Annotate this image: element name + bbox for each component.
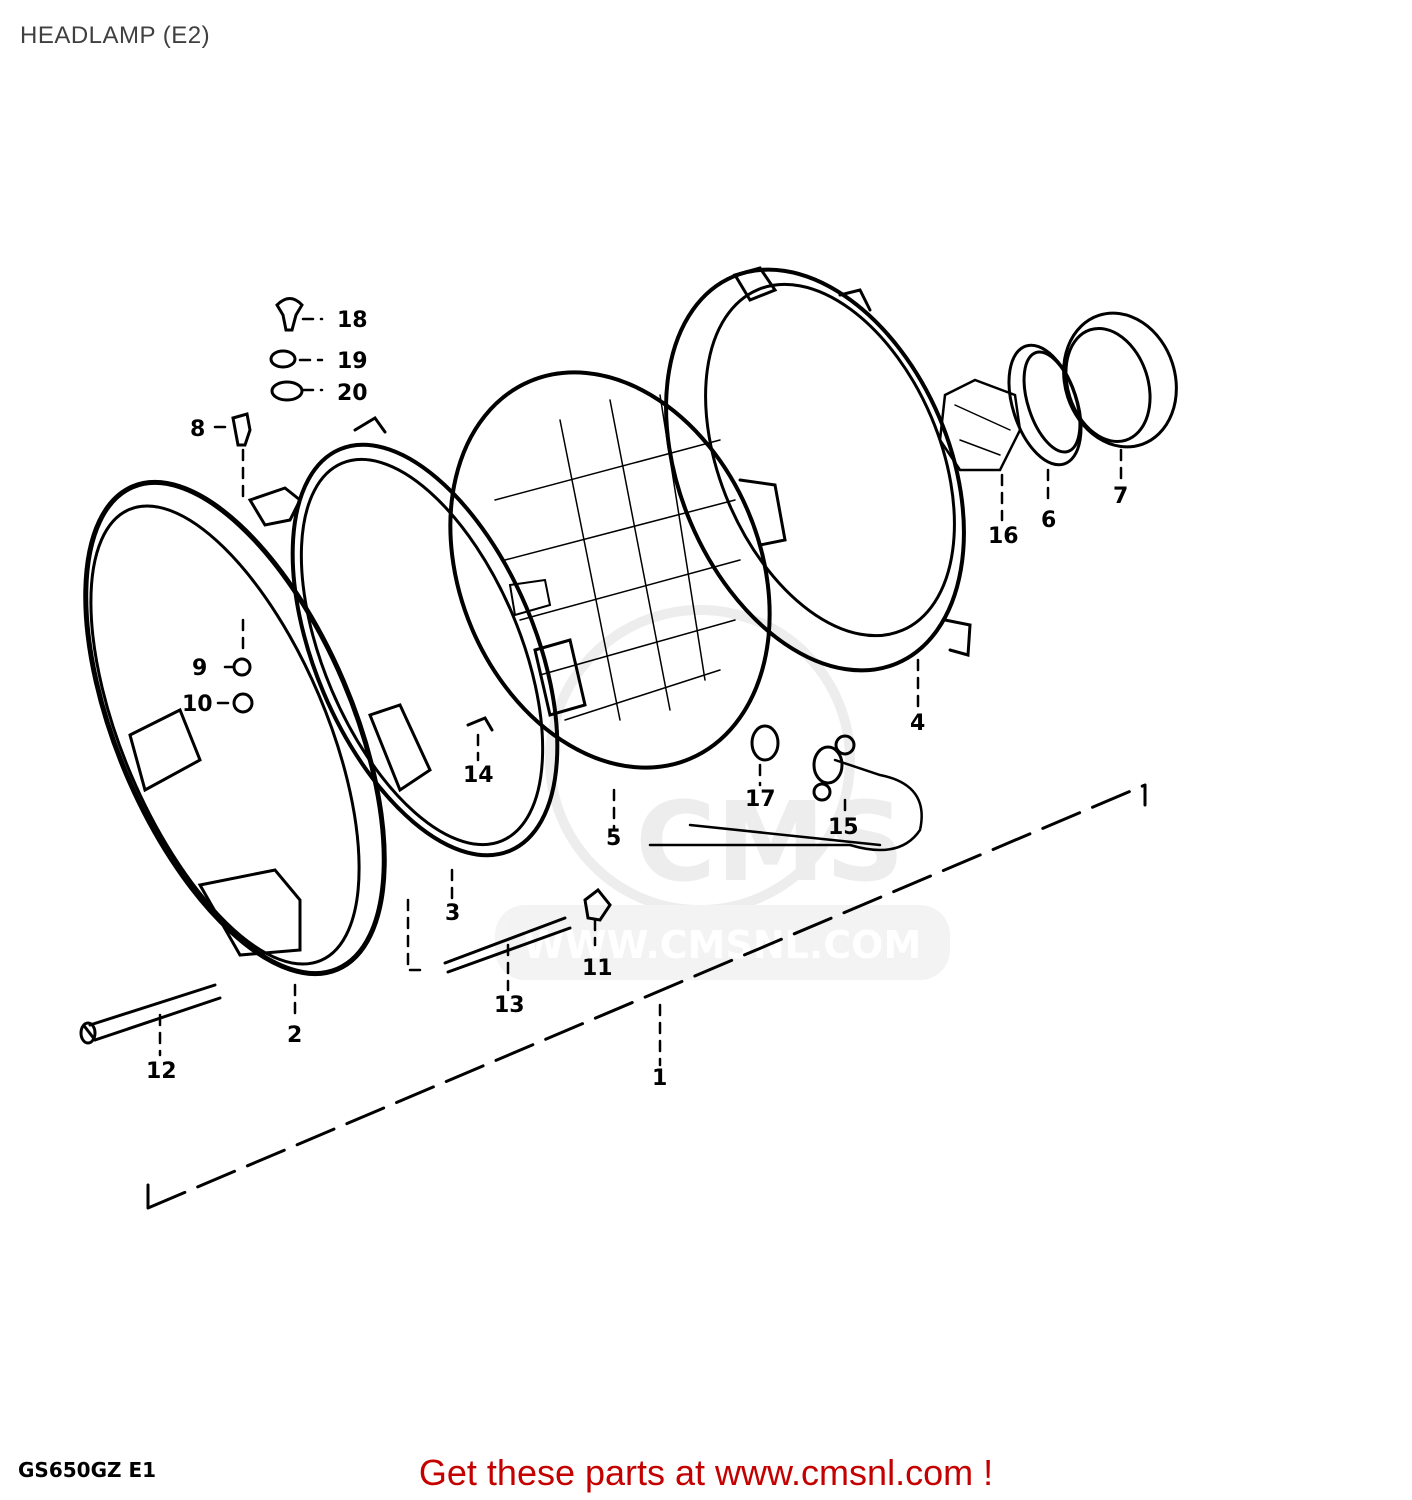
sealed-beam-unit [448,370,772,770]
bulb-socket [938,378,1022,472]
callout-18: 18 [337,308,368,333]
callout-3: 3 [445,901,460,926]
bulb-17 [750,724,780,762]
callout-17: 17 [745,787,776,812]
nut-9 [232,657,252,677]
callout-7: 7 [1113,484,1128,509]
washer-10 [232,692,254,714]
headlamp-housing [664,266,972,673]
leader-lines [158,317,1123,1067]
footer-link[interactable]: Get these parts at www.cmsnl.com ! [418,1452,994,1493]
callout-12: 12 [146,1059,177,1084]
callout-16: 16 [988,524,1019,549]
callout-14: 14 [463,763,494,788]
assembly-bracket [146,783,1147,1210]
washer-19 [269,349,297,369]
socket-cover [1007,343,1083,467]
callout-4: 4 [910,711,925,736]
headlamp-rim [83,479,387,977]
callout-19: 19 [337,349,368,374]
boot-cover [1062,311,1178,449]
callout-10: 10 [182,692,213,717]
nut-11 [583,887,612,922]
callout-8: 8 [190,417,205,442]
screw-8 [231,412,252,447]
washer-20 [270,380,304,402]
watermark-url: WWW.CMSNL.COM [523,923,922,967]
callout-5: 5 [606,826,621,851]
callout-1: 1 [652,1066,667,1091]
callouts: 1 2 3 4 5 6 7 8 9 10 11 12 13 14 15 16 1… [146,308,1128,1091]
watermark: CMS WWW.CMSNL.COM [495,605,950,980]
bulb-15 [648,734,923,852]
callout-2: 2 [287,1023,302,1048]
page-title: HEADLAMP (E2) [20,22,211,49]
screw-18 [275,297,304,332]
callout-13: 13 [494,993,525,1018]
bolt-12 [79,983,222,1045]
callout-6: 6 [1041,508,1056,533]
callout-9: 9 [192,656,207,681]
clip-14 [466,716,494,732]
inner-ring [290,416,560,858]
model-code: GS650GZ E1 [18,1458,156,1482]
callout-20: 20 [337,381,368,406]
callout-15: 15 [828,815,859,840]
callout-11: 11 [582,956,613,981]
